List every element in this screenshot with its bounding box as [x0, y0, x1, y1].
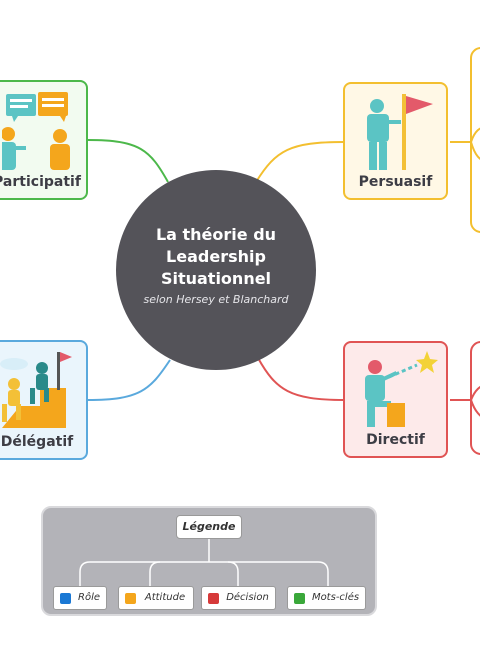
- legend-item-decision[interactable]: Décision: [201, 586, 276, 610]
- legend-swatch: [60, 593, 71, 604]
- branch-label: Directif: [366, 432, 425, 448]
- legend-swatch: [208, 593, 219, 604]
- branch-label: Participatif: [0, 174, 81, 190]
- branch-label: Persuasif: [358, 174, 433, 190]
- legend-item-mots-cles[interactable]: Mots-clés: [287, 586, 366, 610]
- directif-sub-curve: [470, 385, 480, 401]
- central-title-line-1: La théorie du: [155, 225, 277, 244]
- branch-persuasif[interactable]: Persuasif: [343, 82, 448, 200]
- persuasif-sub-curve-2: [470, 141, 480, 160]
- legend-swatch: [125, 593, 136, 604]
- legend-item-label: Décision: [226, 592, 269, 603]
- persuasion-flag-illustration-icon: [367, 94, 433, 170]
- legend-item-role[interactable]: Rôle: [53, 586, 107, 610]
- directing-illustration-icon: [365, 351, 438, 427]
- branch-participatif[interactable]: Participatif: [0, 80, 88, 200]
- connector-directif: [257, 357, 345, 401]
- legend-item-label: Rôle: [78, 592, 100, 603]
- discussion-illustration-icon: [2, 92, 70, 170]
- persuasif-sub-curve: [470, 127, 480, 143]
- legend-swatch: [294, 593, 305, 604]
- legend-item-label: Attitude: [144, 592, 186, 603]
- legend-title: Légende: [176, 515, 242, 539]
- climbing-team-illustration-icon: [0, 352, 72, 428]
- central-subtitle: selon Hersey et Blanchard: [143, 293, 289, 306]
- branch-delegatif[interactable]: Délégatif: [0, 340, 88, 460]
- connector-participatif: [87, 139, 169, 183]
- branch-directif[interactable]: Directif: [343, 341, 448, 458]
- connector-delegatif: [87, 359, 171, 401]
- legend-item-attitude[interactable]: Attitude: [118, 586, 194, 610]
- directif-sub-curve-2: [470, 399, 480, 417]
- central-topic[interactable]: La théorie du Leadership Situationnel se…: [116, 170, 316, 370]
- central-title-line-3: Situationnel: [160, 269, 272, 288]
- central-title-line-2: Leadership: [166, 247, 266, 266]
- branch-label: Délégatif: [0, 434, 74, 450]
- connector-persuasif: [255, 141, 345, 183]
- legend-item-label: Mots-clés: [311, 592, 360, 603]
